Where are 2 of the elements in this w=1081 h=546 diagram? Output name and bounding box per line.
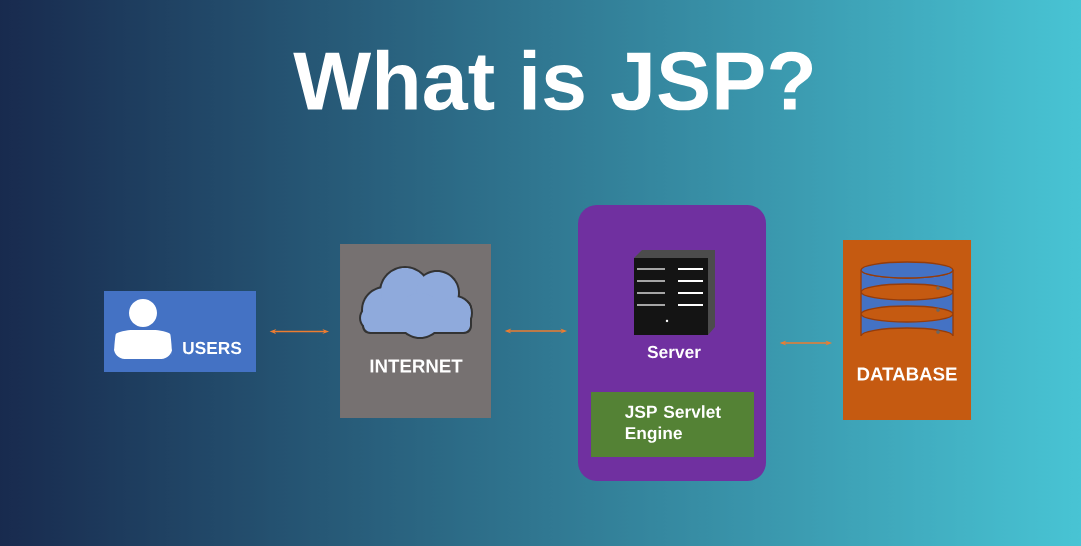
engine-box: JSP Servlet Engine	[591, 392, 754, 457]
title: What is JSP?	[293, 49, 812, 111]
